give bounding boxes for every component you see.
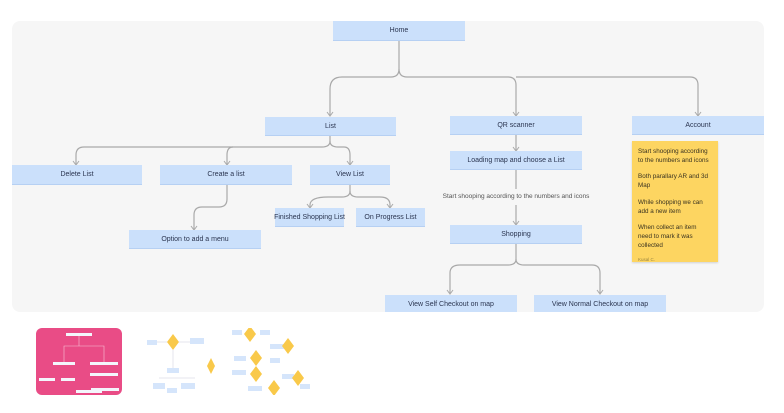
diagram-canvas[interactable]: Home List QR scanner Account Delete List… (12, 21, 764, 312)
thumbnail-2[interactable] (135, 328, 215, 395)
thumbnail-3[interactable] (230, 328, 312, 395)
node-on-progress-list[interactable]: On Progress List (356, 208, 425, 227)
node-option-add-menu[interactable]: Option to add a menu (129, 230, 261, 249)
node-home[interactable]: Home (333, 21, 465, 41)
sticky-note-line: When collect an item need to mark it was… (638, 223, 697, 249)
edge-view-finished (309, 184, 351, 207)
node-qr-scanner[interactable]: QR scanner (450, 116, 582, 135)
sticky-note-line: Start shooping according to the numbers … (638, 148, 709, 165)
node-shopping[interactable]: Shopping (450, 225, 582, 244)
node-list[interactable]: List (265, 117, 396, 136)
thumbnail-1-preview (39, 333, 119, 393)
edge-list-create (226, 146, 234, 164)
node-loading-map[interactable]: Loading map and choose a List (450, 151, 582, 170)
edge-list-delete (75, 135, 331, 164)
node-view-list[interactable]: View List (310, 165, 390, 185)
edge-label: Start shooping according to the numbers … (442, 193, 590, 200)
edge-shopping-self (449, 243, 517, 293)
edge-create-option (193, 184, 228, 229)
thumbnail-2-preview (147, 334, 215, 393)
edge-view-progress (349, 190, 391, 207)
thumbnail-3-preview (232, 328, 310, 395)
edge-home-qr (398, 68, 517, 115)
node-finished-shopping-list[interactable]: Finished Shopping List (274, 208, 345, 227)
thumbnail-1[interactable] (36, 328, 122, 395)
edge-home-list (329, 40, 400, 115)
node-self-checkout[interactable]: View Self Checkout on map (385, 295, 517, 312)
arrowheads (72, 111, 702, 295)
sticky-note-line: Both parallary AR and 3d Map (638, 173, 709, 190)
node-account[interactable]: Account (632, 116, 764, 135)
edge-list-view (329, 140, 351, 164)
edge-shopping-normal (515, 258, 601, 293)
node-normal-checkout[interactable]: View Normal Checkout on map (534, 295, 666, 312)
node-create-list[interactable]: Create a list (160, 165, 292, 185)
sticky-note-line: While shopping we can add a new item (638, 198, 703, 215)
sticky-note[interactable]: Start shooping according to the numbers … (632, 141, 718, 262)
connectors (72, 40, 702, 295)
sticky-note-author: Kusal C. (638, 257, 656, 263)
node-delete-list[interactable]: Delete List (12, 165, 142, 185)
edge-home-account (516, 76, 699, 115)
